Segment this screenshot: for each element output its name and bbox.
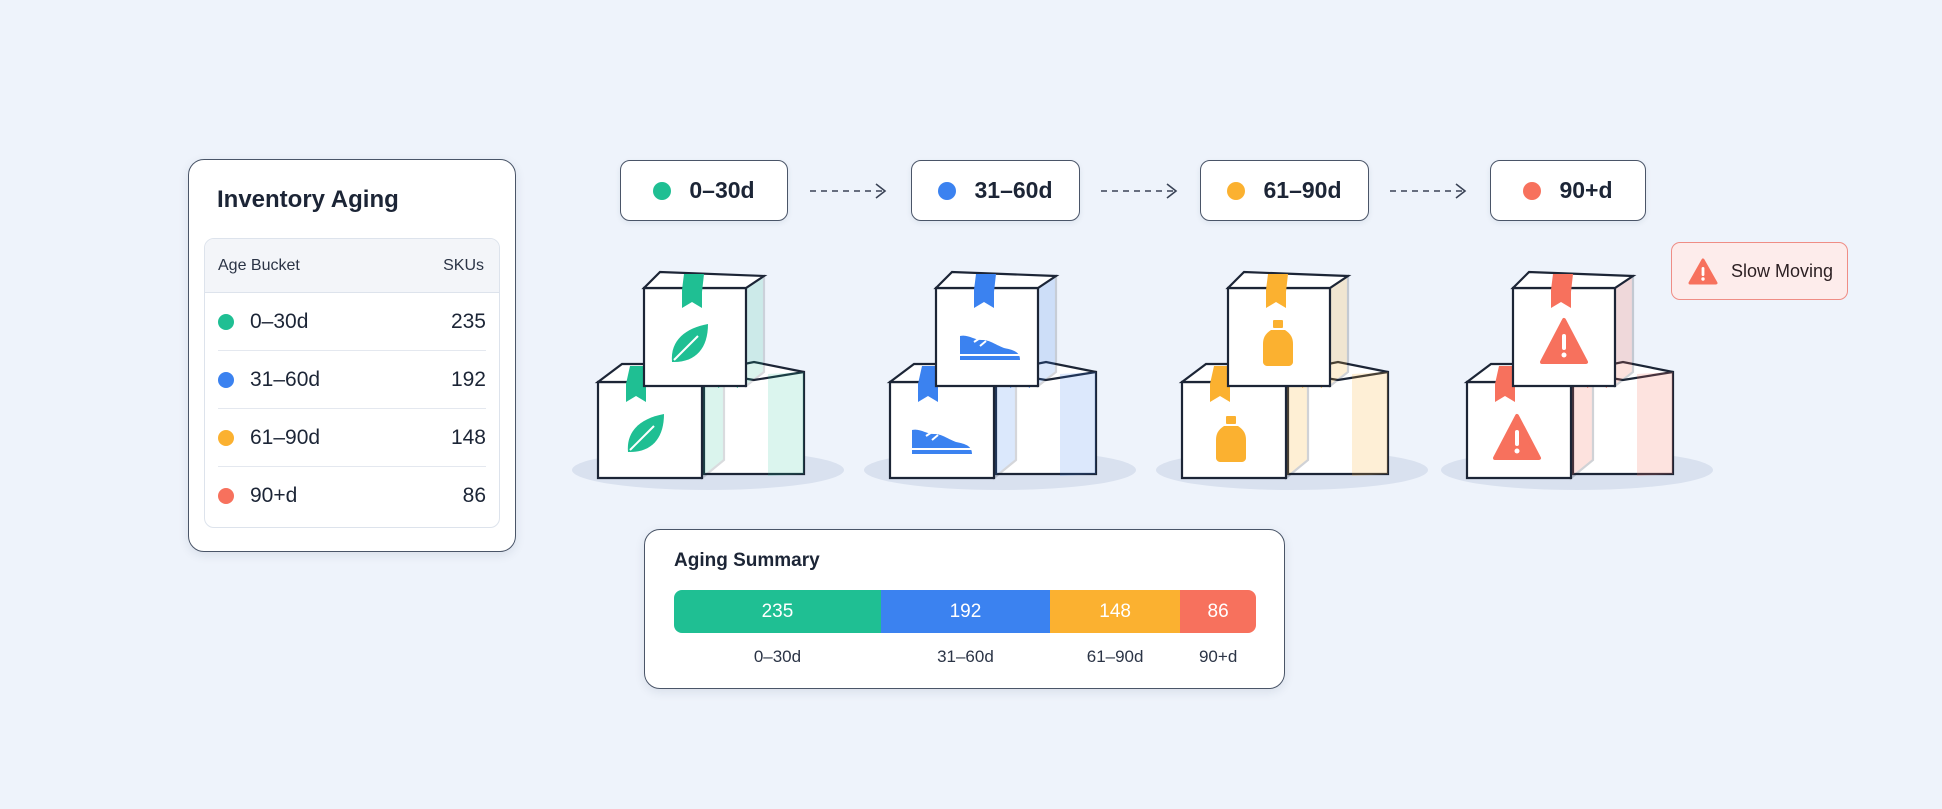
box-icon <box>886 361 1020 481</box>
blue-dot-icon <box>938 181 957 200</box>
leaf-icon <box>627 414 664 452</box>
row-skus: 235 <box>450 309 486 333</box>
segment-value: 86 <box>1207 600 1229 622</box>
box-icon <box>641 270 768 389</box>
summary-label: 90+d <box>1198 647 1238 666</box>
warning-icon <box>1493 414 1541 460</box>
stage-pill-31-60d: 31–60d <box>911 160 1080 221</box>
row-bucket: 61–90d <box>250 425 321 449</box>
sneaker-icon <box>960 335 1020 360</box>
age-bucket-header: Age Bucket <box>218 256 300 274</box>
row-bucket: 0–30d <box>250 309 309 333</box>
row-bucket: 90+d <box>250 483 298 507</box>
segment-value: 192 <box>949 600 982 622</box>
stage-pill-90d: 90+d <box>1490 160 1646 221</box>
summary-label: 31–60d <box>937 647 994 666</box>
segment-value: 148 <box>1099 600 1131 622</box>
flow-arrow-icon <box>1390 183 1467 199</box>
summary-labels: 0–30d 31–60d 61–90d 90+d <box>674 647 1256 671</box>
summary-segment-0-30d: 235 <box>674 590 881 633</box>
slow-moving-badge: Slow Moving <box>1671 242 1848 300</box>
table-row: 0–30d 235 <box>218 293 486 351</box>
aging-table: Age Bucket SKUs 0–30d 235 31–60d 192 61–… <box>204 238 500 528</box>
box-icon <box>1225 270 1352 389</box>
table-row: 61–90d 148 <box>218 409 486 467</box>
summary-segment-61-90d: 148 <box>1049 590 1181 633</box>
summary-segment-31-60d: 192 <box>880 590 1050 633</box>
green-dot-icon <box>653 181 672 200</box>
red-dot-icon <box>1523 181 1542 200</box>
bottle-icon <box>1263 320 1293 366</box>
box-stack-61-90d <box>1156 270 1428 490</box>
aging-summary-card: Aging Summary 235 192 148 86 0–30d 31–60… <box>644 529 1285 689</box>
aging-summary-bar: 235 192 148 86 <box>674 590 1256 633</box>
red-dot-icon <box>218 487 234 504</box>
orange-dot-icon <box>218 429 234 446</box>
blue-dot-icon <box>218 371 234 388</box>
flow-arrow-icon <box>1101 183 1178 199</box>
box-icon <box>1571 360 1675 476</box>
stage-label: 90+d <box>1559 177 1613 203</box>
green-dot-icon <box>218 313 234 330</box>
flow-arrow-icon <box>810 183 887 199</box>
summary-segment-90d: 86 <box>1180 590 1256 633</box>
table-row: 31–60d 192 <box>218 351 486 409</box>
warning-icon <box>1688 258 1718 284</box>
stage-pill-0-30d: 0–30d <box>620 160 788 221</box>
box-icon <box>933 270 1060 389</box>
box-stack-90d <box>1441 270 1713 490</box>
orange-dot-icon <box>1227 181 1246 200</box>
skus-header: SKUs <box>443 256 484 274</box>
inventory-aging-card: Inventory Aging Age Bucket SKUs 0–30d 23… <box>188 159 516 552</box>
slow-moving-label: Slow Moving <box>1731 260 1834 281</box>
aging-summary-title: Aging Summary <box>674 550 820 571</box>
box-stack-31-60d <box>864 270 1136 490</box>
segment-value: 235 <box>761 600 794 622</box>
box-stack-0-30d <box>572 270 844 490</box>
leaf-icon <box>671 324 708 362</box>
stage-label: 61–90d <box>1263 177 1342 203</box>
warning-icon <box>1540 318 1588 364</box>
stage-pill-61-90d: 61–90d <box>1200 160 1369 221</box>
box-icon <box>1463 361 1597 481</box>
row-skus: 148 <box>450 425 486 449</box>
table-row: 90+d 86 <box>218 467 486 524</box>
inventory-aging-title: Inventory Aging <box>217 186 399 213</box>
summary-label: 61–90d <box>1086 647 1144 666</box>
sneaker-icon <box>912 429 972 454</box>
box-icon <box>1510 270 1637 389</box>
row-skus: 86 <box>462 483 486 507</box>
summary-label: 0–30d <box>753 647 802 666</box>
table-header: Age Bucket SKUs <box>205 239 499 293</box>
stage-label: 31–60d <box>974 177 1053 203</box>
stage-label: 0–30d <box>689 177 755 203</box>
row-bucket: 31–60d <box>250 367 321 391</box>
row-skus: 192 <box>450 367 486 391</box>
bottle-icon <box>1216 416 1246 462</box>
